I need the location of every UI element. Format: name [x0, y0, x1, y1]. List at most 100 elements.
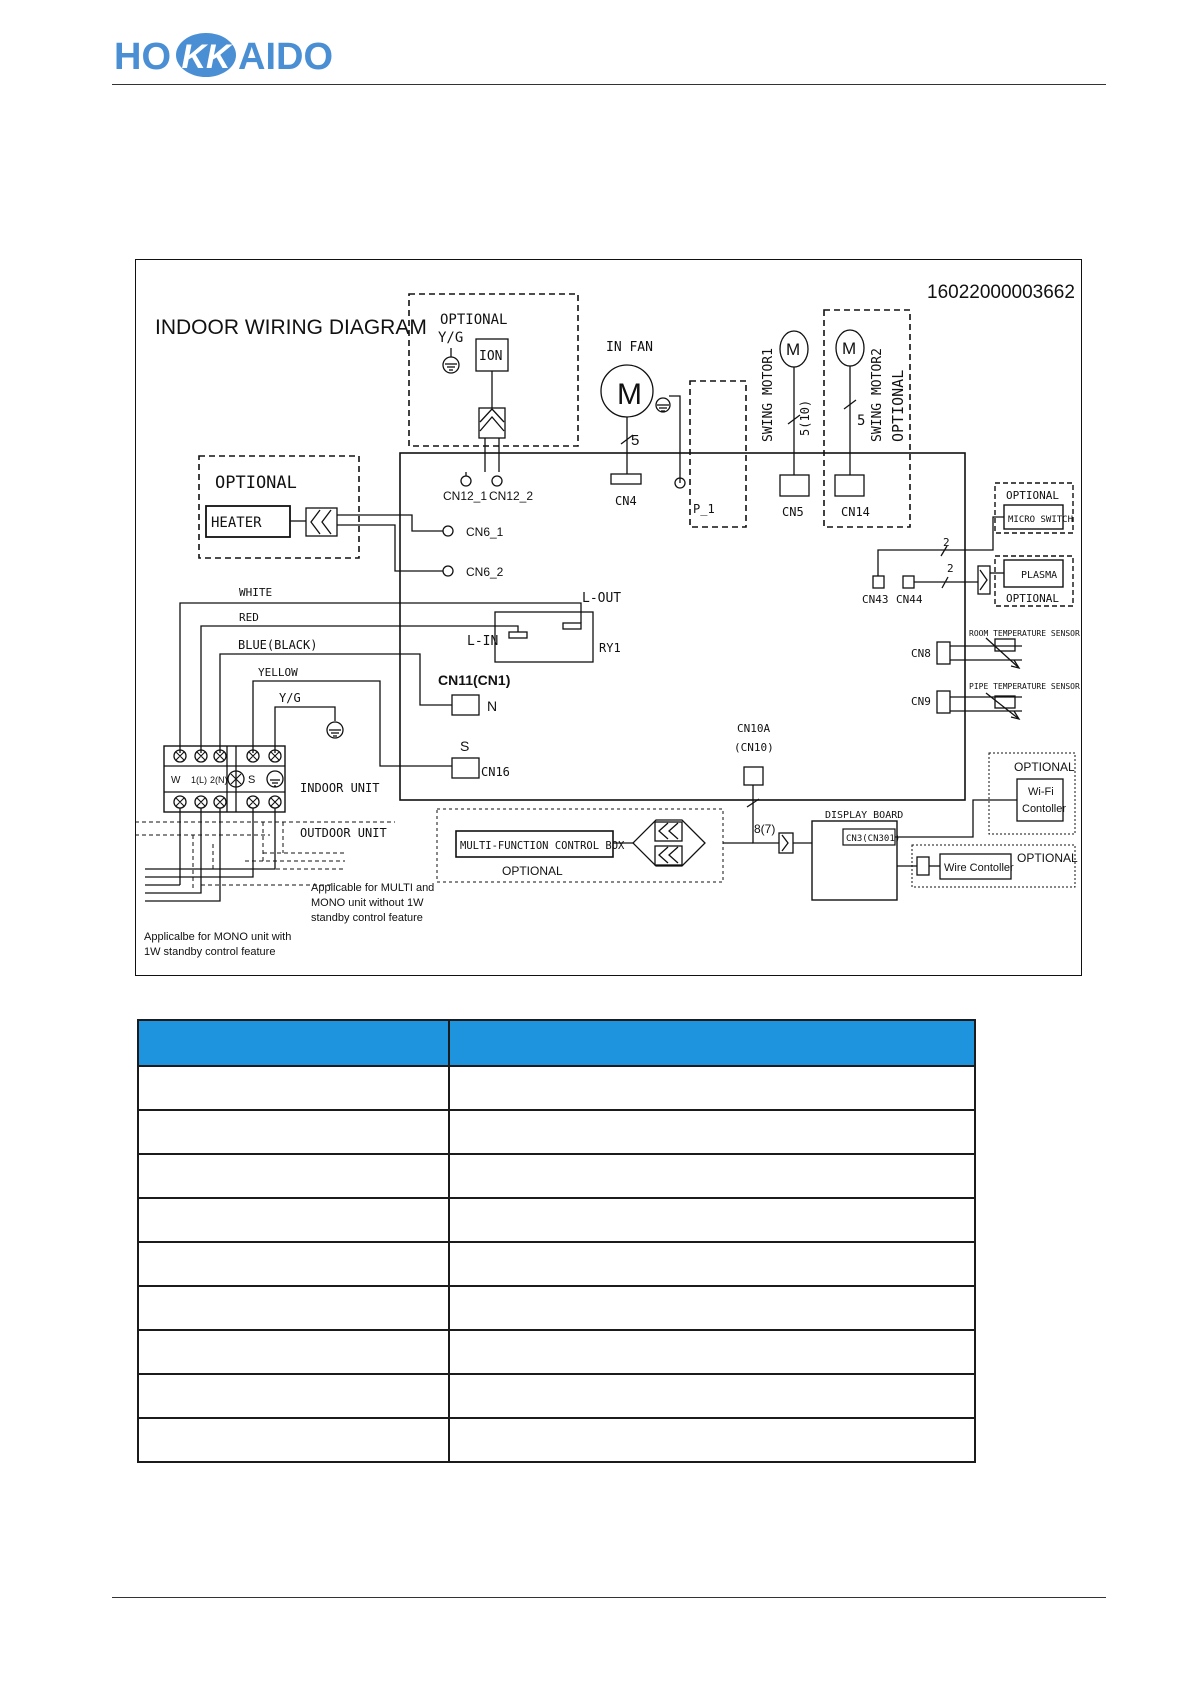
note-multi-1: Applicable for MULTI and	[311, 882, 434, 894]
table-cell	[137, 1373, 450, 1419]
white-wire-label: WHITE	[239, 586, 272, 599]
cn10a-label: CN10A	[737, 722, 770, 735]
cable-8-7-label: 8(7)	[754, 822, 775, 836]
swing-motor1-icon: M	[786, 340, 800, 359]
cn16-label: CN16	[481, 765, 510, 779]
table-cell	[137, 1285, 450, 1331]
n-label: N	[487, 698, 497, 714]
table-cell	[448, 1109, 976, 1155]
table-row	[137, 1417, 976, 1463]
note-mono-2: 1W standby control feature	[144, 946, 275, 958]
cn8-label: CN8	[911, 647, 931, 660]
note-multi-3: standby control feature	[311, 912, 423, 924]
table-row	[137, 1373, 976, 1419]
terminal-s-label: S	[248, 774, 255, 786]
swing-motor1-wires: 5(10)	[798, 400, 812, 436]
micro-switch-optional: OPTIONAL	[1006, 489, 1059, 502]
logo-text-right: AIDO	[238, 36, 333, 78]
table-row	[137, 1197, 976, 1243]
swing-motor1-label: SWING MOTOR1	[761, 348, 776, 442]
table-row	[137, 1329, 976, 1375]
cn44-label: CN44	[896, 593, 923, 606]
in-fan-label: IN FAN	[606, 340, 653, 355]
micro-switch-label: MICRO SWITCH	[1008, 515, 1073, 525]
mfcb-optional: OPTIONAL	[502, 864, 563, 878]
plasma-wires: 2	[947, 562, 954, 575]
ion-label: ION	[479, 349, 502, 364]
terminal-2n-label: 2(N)	[210, 775, 228, 785]
table-cell	[137, 1197, 450, 1243]
table-header-cell	[137, 1019, 450, 1066]
wifi-optional: OPTIONAL	[1014, 760, 1075, 774]
indoor-unit-label: INDOOR UNIT	[300, 781, 379, 795]
yellow-wire-label: YELLOW	[258, 666, 298, 679]
table-cell	[137, 1417, 450, 1463]
table-row	[137, 1241, 976, 1287]
indoor-wiring-diagram: INDOOR WIRING DIAGRAM 16022000003662 OPT…	[135, 259, 1082, 976]
table-cell	[448, 1285, 976, 1331]
in-fan-wires: 5	[631, 432, 639, 449]
table-cell	[137, 1241, 450, 1287]
ry1-label: RY1	[599, 641, 621, 655]
room-sensor-label: ROOM TEMPERATURE SENSOR	[969, 629, 1080, 638]
cn43-label: CN43	[862, 593, 889, 606]
table-row	[137, 1153, 976, 1199]
note-mono-1: Applicalbe for MONO unit with	[144, 931, 291, 943]
wire-controller-optional: OPTIONAL	[1017, 851, 1078, 865]
table-cell	[448, 1197, 976, 1243]
table-cell	[448, 1329, 976, 1375]
cn14-label: CN14	[841, 505, 870, 519]
cn11-label: CN11(CN1)	[438, 672, 510, 688]
note-multi-2: MONO unit without 1W	[311, 897, 424, 909]
cn6-1-label: CN6_1	[466, 525, 504, 539]
table-cell	[137, 1153, 450, 1199]
table-header-cell	[448, 1019, 976, 1066]
table-cell	[448, 1065, 976, 1111]
wifi-label-1: Wi-Fi	[1028, 786, 1054, 798]
swing-motor2-optional: OPTIONAL	[889, 370, 907, 442]
table-header-row	[137, 1019, 976, 1066]
cn12-2-label: CN12_2	[489, 489, 533, 503]
connector-table	[137, 1019, 976, 1463]
table-cell	[137, 1109, 450, 1155]
p1-label: P_1	[693, 502, 715, 516]
table-row	[137, 1109, 976, 1155]
ion-yg-label: Y/G	[438, 330, 463, 346]
display-board-label: DISPLAY BOARD	[825, 810, 903, 821]
table-cell	[448, 1241, 976, 1287]
table-cell	[448, 1417, 976, 1463]
cn9-label: CN9	[911, 695, 931, 708]
diagram-title: INDOOR WIRING DIAGRAM	[155, 316, 427, 339]
cn6-2-label: CN6_2	[466, 565, 504, 579]
heater-label: HEATER	[211, 515, 262, 531]
cn4-label: CN4	[615, 494, 637, 508]
cn10-label: (CN10)	[734, 741, 774, 754]
wifi-label-2: Contoller	[1022, 803, 1066, 815]
swing-motor2-label: SWING MOTOR2	[870, 348, 885, 442]
l-out-label: L-OUT	[582, 591, 621, 606]
logo-text-left: HO	[114, 36, 171, 78]
logo-text-mid: KK	[181, 38, 233, 76]
ion-optional-label: OPTIONAL	[440, 312, 507, 328]
mfcb-label: MULTI-FUNCTION CONTROL BOX	[460, 840, 625, 852]
header-rule	[112, 84, 1106, 85]
swing-motor2-wires: 5	[857, 413, 865, 429]
table-cell	[137, 1065, 450, 1111]
table-cell	[137, 1329, 450, 1375]
cn3-label: CN3(CN301)	[846, 834, 900, 844]
pipe-sensor-label: PIPE TEMPERATURE SENSOR	[969, 682, 1080, 691]
terminal-w-label: W	[171, 775, 181, 786]
table-row	[137, 1285, 976, 1331]
diagram-code: 16022000003662	[927, 282, 1075, 303]
wire-controller-label: Wire Contoller	[944, 862, 1014, 874]
l-in-label: L-IN	[467, 634, 498, 649]
micro-switch-wires: 2	[943, 536, 950, 549]
plasma-optional: OPTIONAL	[1006, 592, 1059, 605]
yg-wire-label: Y/G	[279, 691, 301, 705]
plasma-label: PLASMA	[1021, 570, 1057, 581]
table-cell	[448, 1153, 976, 1199]
cn12-1-label: CN12_1	[443, 489, 487, 503]
in-fan-motor-icon: M	[617, 378, 642, 411]
terminal-1l-label: 1(L)	[191, 775, 207, 785]
table-cell	[448, 1373, 976, 1419]
